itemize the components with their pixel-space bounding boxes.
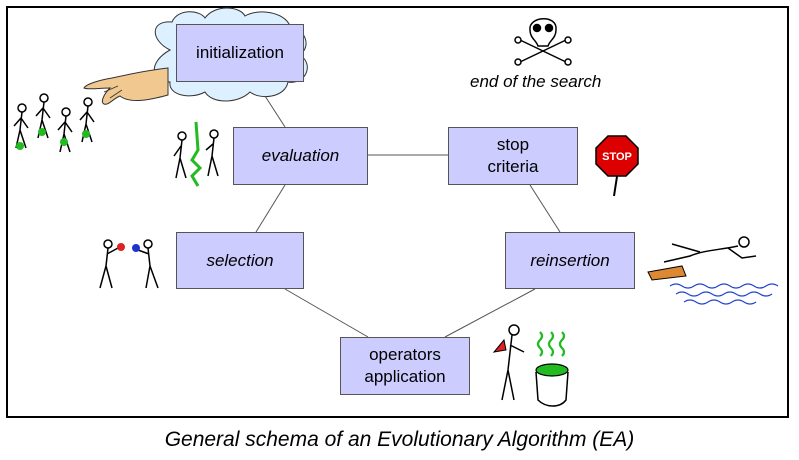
figure-caption: General schema of an Evolutionary Algori…: [164, 428, 635, 451]
hand-icon: [83, 67, 169, 105]
node-operators-application-label: operators application: [364, 345, 446, 386]
diver-icon: [647, 236, 779, 305]
node-operators-application: operators application: [340, 337, 470, 395]
node-initialization-label: initialization: [196, 43, 284, 62]
edge-stop-reinsertion: [529, 184, 561, 233]
scientist-cauldron-icon: [492, 324, 569, 407]
edge-selection-operators: [284, 288, 369, 338]
node-initialization: initialization: [176, 24, 304, 82]
node-selection: selection: [176, 232, 304, 289]
stop-sign-text: STOP: [602, 151, 632, 163]
population-icon: [13, 93, 95, 153]
population-green-marks: [16, 128, 90, 150]
node-evaluation: evaluation: [233, 127, 368, 185]
evaluation-figures-icon: [173, 121, 219, 187]
node-selection-label: selection: [206, 250, 274, 270]
stop-sign-icon: STOP: [595, 135, 639, 197]
edge-reinsertion-operators: [444, 288, 536, 338]
node-reinsertion-label: reinsertion: [530, 250, 610, 270]
skull-crossbones-icon: [514, 18, 572, 66]
end-of-search-label: end of the search: [470, 72, 602, 91]
node-stop-criteria: stop criteria: [448, 127, 578, 185]
node-reinsertion: reinsertion: [505, 232, 635, 289]
edge-eval-selection: [255, 184, 286, 233]
node-stop-criteria-label: stop criteria: [487, 135, 539, 176]
boxers-icon: [99, 239, 159, 289]
node-evaluation-label: evaluation: [261, 146, 340, 165]
